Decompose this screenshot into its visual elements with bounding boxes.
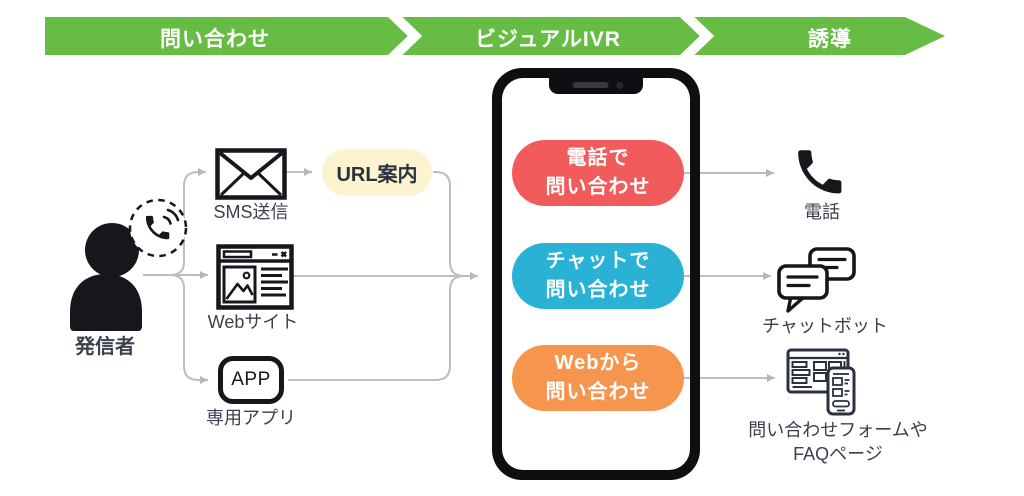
- envelope-icon: [215, 148, 287, 200]
- banner-step-guidance: 誘導: [808, 28, 852, 51]
- ivr-button-chat-line2: 問い合わせ: [545, 279, 651, 301]
- connector-stub: [684, 377, 690, 379]
- banner-chevron-separator-1: [386, 17, 423, 55]
- ivr-button-phone-line2: 問い合わせ: [545, 176, 651, 198]
- ivr-button-phone-line1: 電話で: [566, 147, 630, 169]
- ivr-button-phone: 電話で 問い合わせ: [512, 140, 684, 206]
- website-label: Webサイト: [207, 312, 299, 332]
- banner-step-inquiry: 問い合わせ: [160, 28, 270, 51]
- caller-label: 発信者: [75, 336, 135, 358]
- ivr-button-web-line1: Webから: [554, 352, 642, 374]
- sms-label: SMS送信: [213, 202, 289, 222]
- web-form-and-mobile-icon: [786, 348, 856, 416]
- ivr-button-chat: チャットで 問い合わせ: [512, 243, 684, 309]
- app-box-text: APP: [231, 369, 271, 390]
- chat-bubbles-icon: [777, 247, 856, 313]
- browser-window-icon: [216, 244, 294, 310]
- person-with-phone-call-icon: [70, 198, 188, 331]
- connector-stub: [684, 275, 690, 277]
- chatbot-label: チャットボット: [762, 316, 888, 336]
- form-faq-label: 問い合わせフォームや FAQページ: [743, 418, 933, 467]
- ivr-button-web-line2: 問い合わせ: [545, 381, 651, 403]
- url-guide-label: URL案内: [336, 164, 418, 186]
- phone-destination-label: 電話: [804, 202, 840, 222]
- app-label: 専用アプリ: [206, 408, 296, 428]
- form-faq-label-line1: 問い合わせフォームや: [748, 420, 928, 440]
- camera-dot: [616, 82, 623, 89]
- url-guide-pill: URL案内: [322, 149, 432, 196]
- smartphone-notch: [549, 78, 643, 94]
- speaker-slot: [572, 82, 609, 88]
- banner-chevron-separator-2: [678, 17, 715, 55]
- banner-shape: [45, 17, 945, 55]
- ivr-button-chat-line1: チャットで: [545, 250, 651, 272]
- process-arrow-banner: [45, 17, 945, 55]
- form-faq-label-line2: FAQページ: [793, 444, 883, 465]
- phone-handset-icon: [798, 150, 842, 194]
- ivr-button-web: Webから 問い合わせ: [512, 345, 684, 411]
- app-box-icon: APP: [218, 356, 284, 404]
- connector-stub: [684, 172, 690, 174]
- banner-step-visual-ivr: ビジュアルIVR: [475, 28, 621, 51]
